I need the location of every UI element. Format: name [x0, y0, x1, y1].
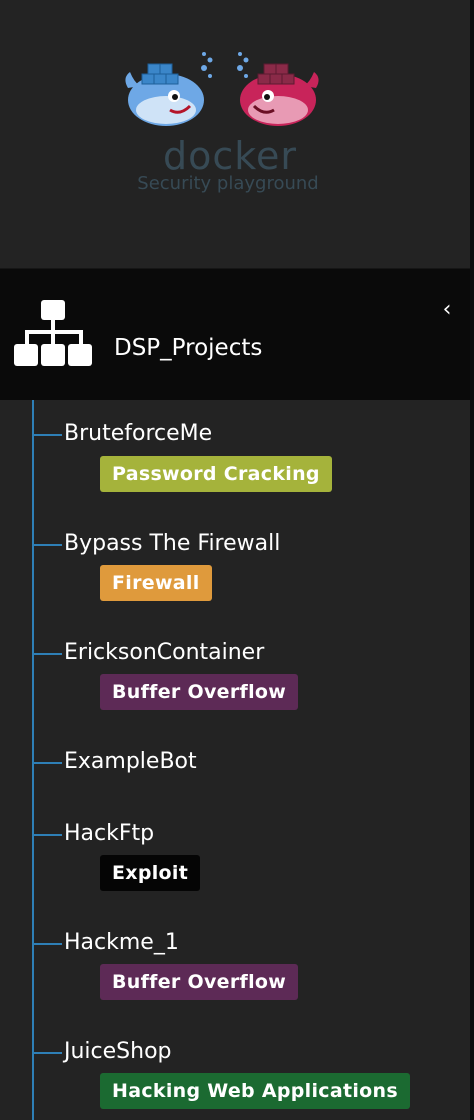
tag-badge: Buffer Overflow: [100, 674, 299, 710]
project-name[interactable]: ExampleBot: [64, 749, 197, 774]
project-name[interactable]: HackFtp: [64, 821, 155, 846]
project-name[interactable]: Hackme_1: [64, 930, 179, 955]
project-header: [0, 269, 470, 400]
docker-whales-logo-icon: [125, 52, 319, 126]
tree-branch: [34, 653, 62, 655]
tree-branch: [34, 1052, 62, 1054]
tree-branch: [34, 762, 62, 764]
collapse-chevron-icon[interactable]: ‹: [442, 297, 452, 322]
project-name[interactable]: Bypass The Firewall: [64, 531, 281, 556]
tag-badge: Buffer Overflow: [100, 964, 299, 1000]
logo-brand-text: docker: [163, 134, 297, 178]
tag-badge: Hacking Web Applications: [100, 1073, 410, 1109]
tag-badge: Exploit: [100, 855, 201, 891]
tree-branch: [34, 544, 62, 546]
tree-line: [32, 400, 34, 1120]
project-name[interactable]: JuiceShop: [64, 1039, 172, 1064]
tag-badge: Password Cracking: [100, 456, 332, 492]
project-name[interactable]: EricksonContainer: [64, 640, 265, 665]
tag-badge: Firewall: [100, 565, 212, 601]
logo-area: docker Security playground: [0, 0, 470, 269]
tree-branch: [34, 434, 62, 436]
tree-branch: [34, 834, 62, 836]
project-name[interactable]: BruteforceMe: [64, 421, 213, 446]
project-title: DSP_Projects: [114, 335, 263, 361]
sitemap-icon: [14, 300, 92, 366]
logo-tagline: Security playground: [137, 173, 319, 194]
tree-branch: [34, 943, 62, 945]
